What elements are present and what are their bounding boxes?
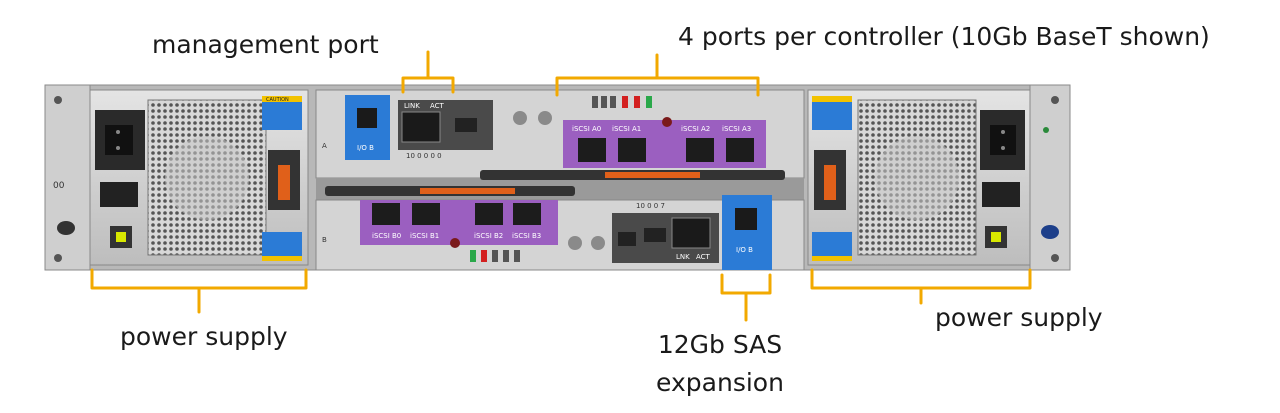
svg-text:LINK: LINK [404, 102, 420, 110]
right-ear-handle [1041, 225, 1059, 239]
controller-a-leds [592, 96, 652, 108]
svg-text:iSCSI B1: iSCSI B1 [410, 232, 439, 240]
port-b0[interactable] [372, 203, 400, 225]
svg-text:A: A [322, 142, 327, 150]
psu-left-caution-top [262, 100, 302, 130]
svg-text:iSCSI A0: iSCSI A0 [572, 125, 601, 133]
ports-per-controller-label: 4 ports per controller (10Gb BaseT shown… [678, 22, 1210, 51]
port-a1[interactable] [618, 138, 646, 162]
svg-text:ACT: ACT [430, 102, 445, 110]
power-supply-right-label: power supply [935, 303, 1103, 332]
controller-b-ethernet-port[interactable] [671, 217, 711, 249]
controller-a: A I/O B LINK ACT 10 0 0 0 0 iSCSI A0 iSC… [315, 89, 805, 179]
bracket-power-supply-left [90, 268, 308, 314]
port-a3[interactable] [726, 138, 754, 162]
callout-brackets [90, 50, 1032, 322]
controller-latches[interactable] [316, 170, 804, 200]
svg-text:B: B [322, 236, 327, 244]
management-port-label: management port [152, 30, 379, 59]
svg-text:10 0 0 7: 10 0 0 7 [636, 202, 665, 210]
sas-expansion-port[interactable] [735, 208, 757, 230]
svg-text:iSCSI A3: iSCSI A3 [722, 125, 751, 133]
controller-a-usb-icon [357, 108, 377, 128]
psu-left[interactable]: CAUTION [89, 89, 309, 266]
unit-label: 00 [53, 181, 65, 191]
svg-text:iSCSI A1: iSCSI A1 [612, 125, 641, 133]
port-b3[interactable] [513, 203, 541, 225]
controller-a-serial-port[interactable] [455, 118, 477, 132]
psu-right[interactable] [807, 89, 1031, 266]
controller-b-serial-port[interactable] [618, 232, 636, 246]
svg-text:CAUTION: CAUTION [266, 97, 289, 103]
svg-text:iSCSI B3: iSCSI B3 [512, 232, 541, 240]
psu-right-caution-bottom [812, 232, 852, 258]
power-supply-left-label: power supply [120, 322, 288, 351]
left-ear-handle [57, 221, 75, 235]
psu-right-caution-top [812, 100, 852, 130]
bracket-power-supply-right [810, 268, 1032, 305]
power-switch-right [982, 182, 1020, 207]
svg-text:LNK: LNK [676, 253, 690, 261]
left-rack-ear [44, 84, 91, 271]
right-rack-ear [1029, 84, 1071, 271]
bracket-sas-expansion [720, 273, 772, 322]
power-switch-left [100, 182, 138, 207]
svg-text:ACT: ACT [696, 253, 711, 261]
sas-expansion-label-line2: expansion [656, 368, 784, 397]
controller-b-leds [470, 250, 520, 262]
svg-text:I/O B: I/O B [736, 246, 753, 254]
port-b2[interactable] [475, 203, 503, 225]
port-a2[interactable] [686, 138, 714, 162]
svg-text:I/O B: I/O B [357, 144, 374, 152]
sas-expansion-port-panel [722, 195, 772, 270]
port-b1[interactable] [412, 203, 440, 225]
bracket-management-port [401, 50, 455, 94]
controller-b: B iSCSI B0 iSCSI B1 iSCSI B2 iSCSI B3 10… [315, 195, 805, 271]
management-ethernet-port[interactable] [401, 111, 441, 143]
psu-left-caution-bottom [262, 232, 302, 258]
port-a0[interactable] [578, 138, 606, 162]
svg-text:iSCSI B0: iSCSI B0 [372, 232, 401, 240]
svg-text:iSCSI B2: iSCSI B2 [474, 232, 503, 240]
svg-text:iSCSI A2: iSCSI A2 [681, 125, 710, 133]
svg-text:10 0 0 0 0: 10 0 0 0 0 [406, 152, 442, 160]
sas-expansion-label-line1: 12Gb SAS [657, 330, 783, 359]
bracket-ports-per-controller [555, 53, 760, 97]
